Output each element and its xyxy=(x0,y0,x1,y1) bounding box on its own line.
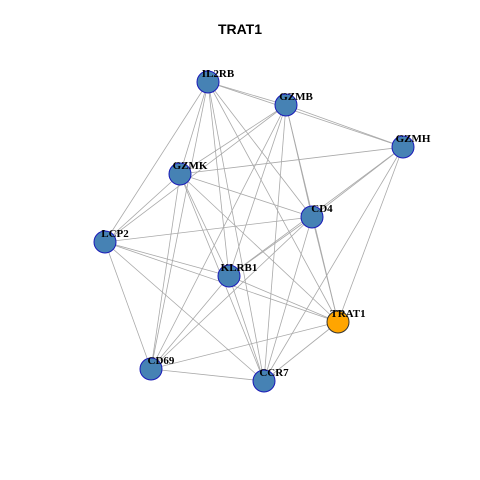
node-il2rb xyxy=(196,70,220,94)
edge-cd4-lcp2 xyxy=(104,216,313,243)
edge-gzmb-gzmk xyxy=(179,104,287,175)
node-label-gzmb: GZMB xyxy=(279,91,313,103)
edge-il2rb-klrb1 xyxy=(207,81,230,277)
edge-cd4-trat1 xyxy=(311,216,339,323)
node-label-klrb1: KLRB1 xyxy=(221,262,258,274)
node-klrb1 xyxy=(217,264,241,288)
edge-il2rb-gzmk xyxy=(179,81,209,175)
node-label-gzmk: GZMK xyxy=(173,160,208,172)
edge-gzmh-ccr7 xyxy=(263,146,404,382)
node-lcp2 xyxy=(93,230,117,254)
edge-gzmk-cd69 xyxy=(150,173,181,370)
edge-lcp2-klrb1 xyxy=(104,241,230,277)
edge-gzmk-klrb1 xyxy=(179,173,230,277)
node-label-lcp2: LCP2 xyxy=(101,228,129,240)
node-cd69 xyxy=(139,357,163,381)
edge-il2rb-gzmb xyxy=(207,81,287,106)
edge-gzmb-gzmh xyxy=(285,104,404,148)
edge-il2rb-trat1 xyxy=(207,81,339,323)
node-label-il2rb: IL2RB xyxy=(202,68,235,80)
node-gzmb xyxy=(274,93,298,117)
node-label-trat1: TRAT1 xyxy=(330,308,365,320)
node-cd4 xyxy=(300,205,324,229)
edge-gzmb-lcp2 xyxy=(104,104,287,243)
edge-trat1-ccr7 xyxy=(263,321,339,382)
node-label-gzmh: GZMH xyxy=(396,133,431,145)
edge-gzmh-trat1 xyxy=(337,146,404,323)
edge-gzmb-cd69 xyxy=(150,104,287,370)
edge-klrb1-cd69 xyxy=(150,275,230,370)
edge-il2rb-ccr7 xyxy=(207,81,265,382)
plot-title: TRAT1 xyxy=(217,21,263,37)
edge-lcp2-ccr7 xyxy=(104,241,265,382)
edge-layer xyxy=(104,81,404,382)
edge-il2rb-gzmh xyxy=(207,81,404,148)
edge-cd4-cd69 xyxy=(150,216,313,370)
edge-il2rb-lcp2 xyxy=(104,81,209,243)
node-label-ccr7: CCR7 xyxy=(259,367,289,379)
edge-gzmk-cd4 xyxy=(179,173,313,218)
node-trat1 xyxy=(326,310,350,334)
edge-trat1-cd69 xyxy=(150,321,339,370)
node-ccr7 xyxy=(252,369,276,393)
edge-cd69-ccr7 xyxy=(150,368,265,382)
edge-lcp2-cd69 xyxy=(104,241,152,370)
node-gzmk xyxy=(168,162,192,186)
node-layer xyxy=(93,70,415,393)
node-label-cd4: CD4 xyxy=(311,203,333,215)
edge-gzmh-gzmk xyxy=(179,146,404,175)
node-gzmh xyxy=(391,135,415,159)
edge-klrb1-ccr7 xyxy=(228,275,265,382)
edge-cd4-klrb1 xyxy=(228,216,313,277)
edge-il2rb-cd4 xyxy=(207,81,313,218)
edge-klrb1-trat1 xyxy=(228,275,339,323)
edge-gzmk-trat1 xyxy=(179,173,339,323)
label-layer: IL2RB GZMB GZMH GZMK CD4LCP2KLRB1TRAT1CD69CC… xyxy=(101,68,431,379)
edge-gzmk-lcp2 xyxy=(104,173,181,243)
edge-il2rb-cd69 xyxy=(150,81,209,370)
edge-cd4-ccr7 xyxy=(263,216,313,382)
node-label-cd69: CD69 xyxy=(148,355,175,367)
edge-gzmb-klrb1 xyxy=(228,104,287,277)
